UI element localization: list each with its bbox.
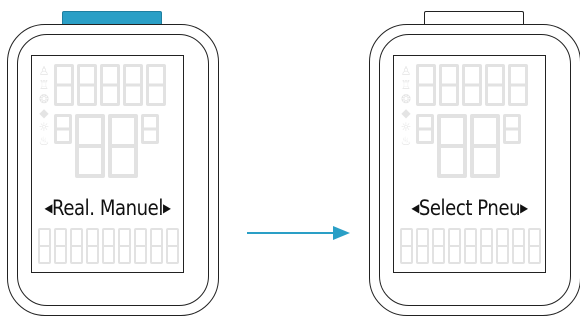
cycle-computer-after: ♙ ♖ ❂ ◆ ☼ ♨ (365, 0, 580, 320)
lcd-menu-text: ◀Real. Manuel▶ (43, 196, 173, 220)
lcd-icon: ◆ (37, 106, 51, 120)
lcd-digit (448, 228, 461, 264)
lcd-digit (470, 114, 500, 178)
lcd-digit (150, 228, 163, 264)
lcd-digit (416, 64, 436, 106)
lcd-icon: ♙ (399, 64, 413, 78)
lcd-digit (462, 64, 482, 106)
lcd-main-digits (54, 114, 159, 178)
lcd-digit (86, 228, 99, 264)
lcd-digit (134, 228, 147, 264)
lcd-menu-text: ◀Select Pneu▶ (405, 196, 535, 220)
lcd-bottom-digits (400, 228, 541, 264)
lcd-digit (102, 228, 115, 264)
lcd-digit (108, 114, 138, 178)
lcd-top-digits (54, 64, 166, 106)
lcd-top-digits (416, 64, 528, 106)
lcd-digit (416, 114, 434, 144)
lcd-digit (485, 64, 505, 106)
lcd-icon: ❂ (37, 92, 51, 106)
lcd-digit (141, 114, 159, 144)
lcd-digit (70, 228, 83, 264)
lcd-icon-column: ♙ ♖ ❂ ◆ ☼ ♨ (399, 64, 413, 148)
lcd-digit (54, 64, 74, 106)
lcd-digit (75, 114, 105, 178)
lcd-icon-column: ♙ ♖ ❂ ◆ ☼ ♨ (37, 64, 51, 148)
mode-button-highlighted[interactable] (62, 11, 162, 25)
lcd-icon: ♙ (37, 64, 51, 78)
lcd-digit (54, 228, 67, 264)
left-arrow-icon: ◀ (411, 201, 419, 215)
lcd-digit (528, 228, 541, 264)
lcd-digit (146, 64, 166, 106)
lcd-digit (416, 228, 429, 264)
lcd-digit (464, 228, 477, 264)
lcd-digit (508, 64, 528, 106)
right-arrow-icon: ▶ (163, 201, 171, 215)
lcd-digit (38, 228, 51, 264)
lcd-digit (118, 228, 131, 264)
lcd-digit (480, 228, 493, 264)
menu-label: Real. Manuel (52, 196, 163, 220)
lcd-icon: ♖ (37, 78, 51, 92)
lcd-screen: ♙ ♖ ❂ ◆ ☼ ♨ (393, 55, 546, 273)
left-arrow-icon: ◀ (45, 201, 53, 215)
cycle-computer-before: ♙ ♖ ❂ ◆ ☼ ♨ (3, 0, 223, 320)
lcd-icon: ☼ (399, 120, 413, 134)
lcd-digit (77, 64, 97, 106)
lcd-screen: ♙ ♖ ❂ ◆ ☼ ♨ (31, 55, 184, 273)
lcd-digit (400, 228, 413, 264)
lcd-digit (166, 228, 179, 264)
lcd-digit (496, 228, 509, 264)
lcd-digit (100, 64, 120, 106)
menu-label: Select Pneu (419, 196, 520, 220)
device-body: ♙ ♖ ❂ ◆ ☼ ♨ (369, 24, 580, 316)
transition-arrow-icon (247, 224, 351, 242)
device-body: ♙ ♖ ❂ ◆ ☼ ♨ (7, 24, 219, 316)
lcd-digit (512, 228, 525, 264)
lcd-icon: ♨ (399, 134, 413, 148)
lcd-icon: ❂ (399, 92, 413, 106)
lcd-icon: ♖ (399, 78, 413, 92)
lcd-digit (439, 64, 459, 106)
lcd-digit (54, 114, 72, 144)
lcd-icon: ♨ (37, 134, 51, 148)
lcd-digit (437, 114, 467, 178)
lcd-icon: ☼ (37, 120, 51, 134)
mode-button[interactable] (424, 11, 524, 25)
lcd-digit (432, 228, 445, 264)
lcd-bottom-digits (38, 228, 179, 264)
lcd-icon: ◆ (399, 106, 413, 120)
right-arrow-icon: ▶ (520, 201, 528, 215)
lcd-main-digits (416, 114, 521, 178)
lcd-digit (123, 64, 143, 106)
lcd-digit (503, 114, 521, 144)
